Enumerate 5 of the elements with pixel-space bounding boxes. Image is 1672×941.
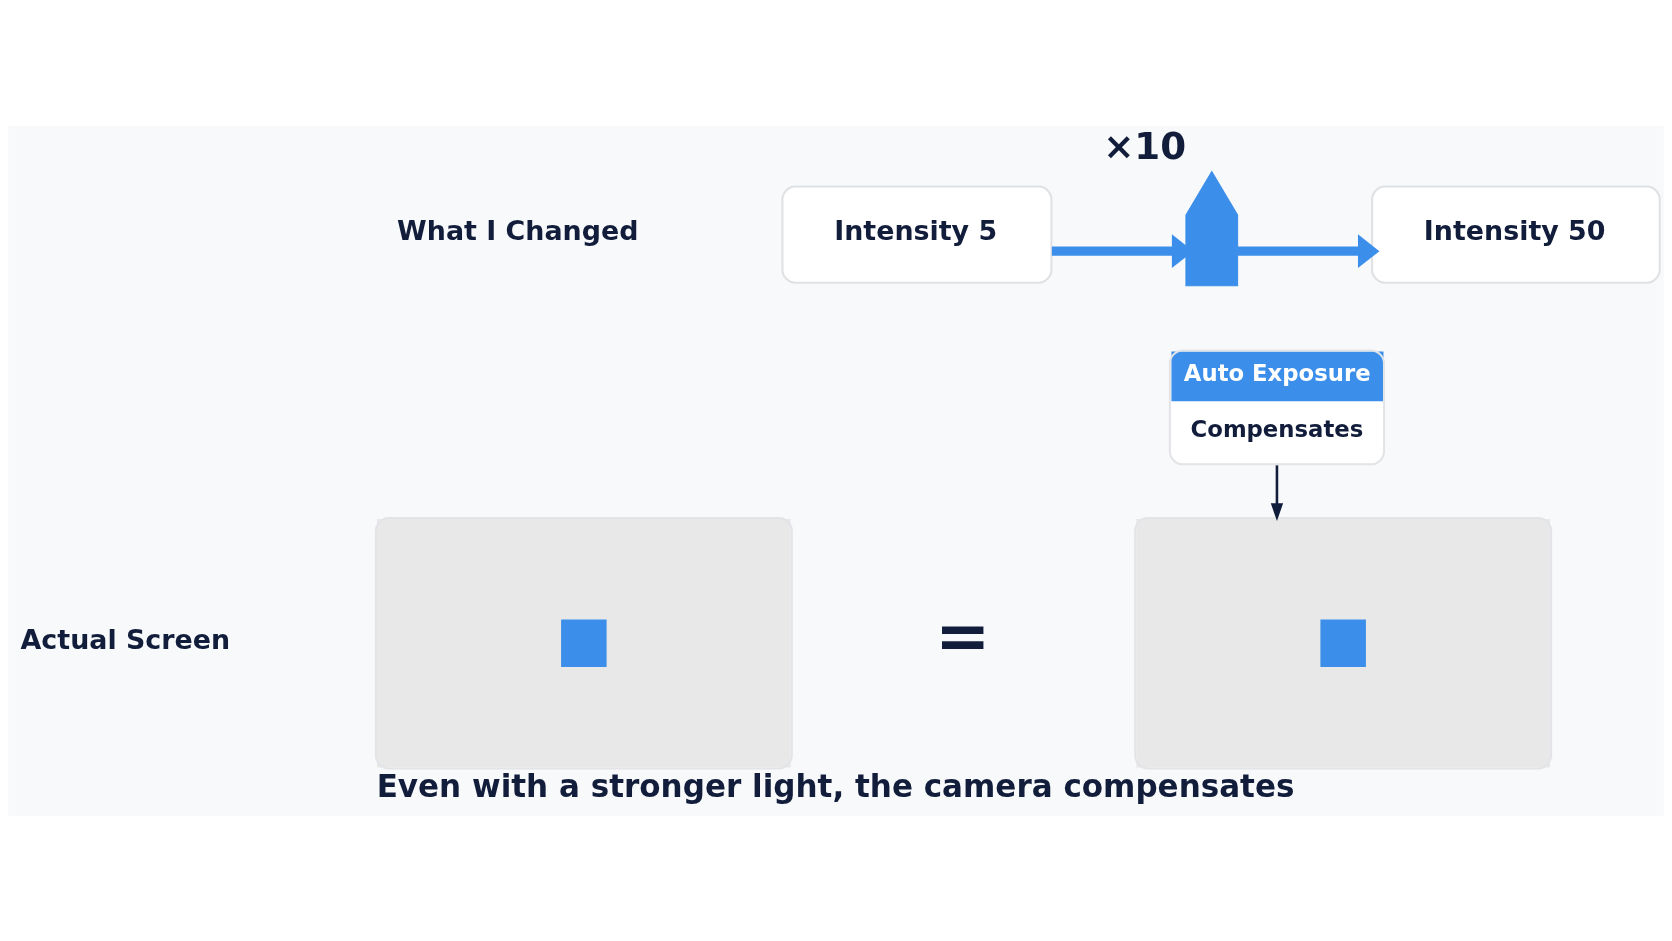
caption: Even with a stronger light, the camera compensates <box>376 767 1295 804</box>
node-label: ×10 <box>1103 123 1187 168</box>
label: What I Changed <box>397 214 639 246</box>
label: = <box>935 597 991 675</box>
label: Actual Screen <box>20 623 231 655</box>
